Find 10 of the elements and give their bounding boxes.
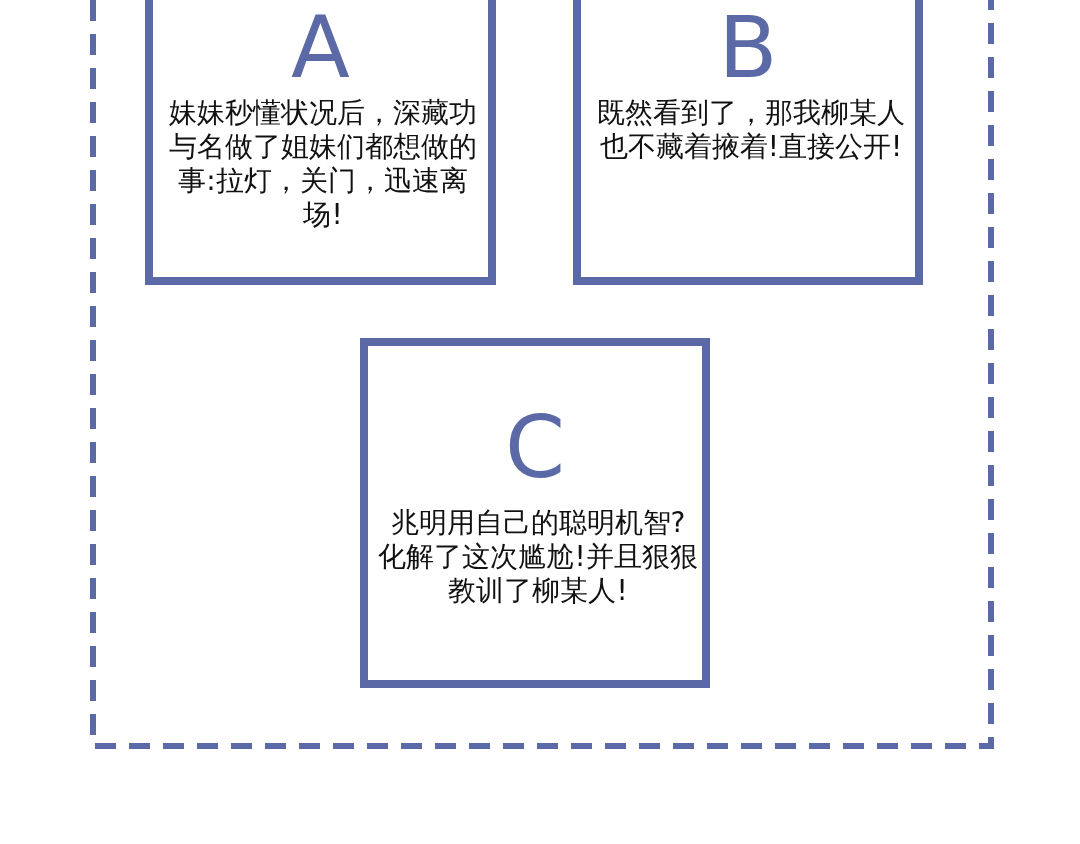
option-text: 妹妹秒懂状况后，深藏功与名做了姐妹们都想做的事:拉灯，关门，迅速离场! xyxy=(168,96,478,232)
option-letter: A xyxy=(291,4,350,90)
option-box xyxy=(573,0,923,285)
dashed-frame xyxy=(90,0,994,749)
option-box xyxy=(145,0,496,285)
option-letter: C xyxy=(504,404,566,490)
option-box xyxy=(360,338,710,688)
option-text: 兆明用自己的聪明机智?化解了这次尴尬!并且狠狠教训了柳某人! xyxy=(378,506,698,608)
option-letter: B xyxy=(718,4,778,90)
option-text: 既然看到了，那我柳某人也不藏着掖着!直接公开! xyxy=(596,96,906,164)
